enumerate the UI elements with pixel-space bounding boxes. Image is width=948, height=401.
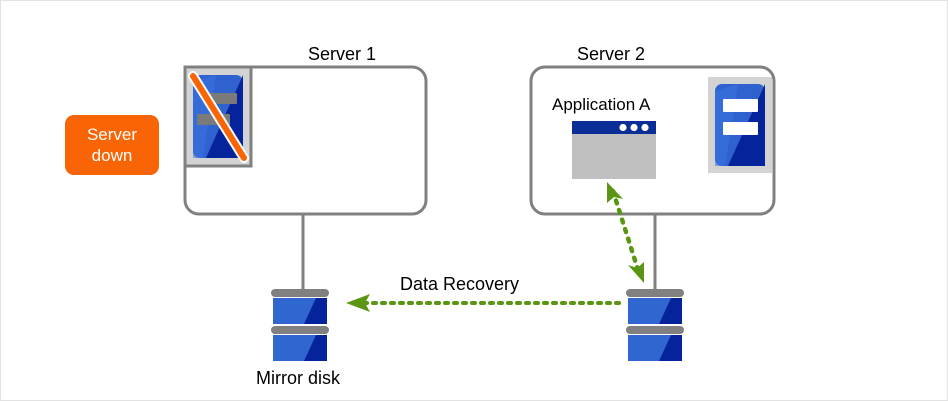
status-badge-line2: down (91, 146, 133, 165)
server-down-status-badge: Server down (65, 115, 159, 175)
mirror-disk-label: Mirror disk (256, 368, 340, 388)
server-ok-icon (708, 77, 772, 173)
status-badge-line1: Server (86, 125, 138, 144)
application-a-label: Application A (552, 95, 651, 114)
active-disk-icon (626, 289, 684, 361)
server2-title: Server 2 (577, 44, 646, 64)
data-recovery-arrow (346, 294, 621, 312)
app-disk-sync-arrow (607, 182, 644, 283)
server-down-icon (183, 65, 253, 168)
application-window-icon (572, 121, 656, 179)
server1-title: Server 1 (308, 44, 377, 64)
data-recovery-label: Data Recovery (400, 274, 520, 294)
mirror-disk-icon (271, 289, 329, 361)
